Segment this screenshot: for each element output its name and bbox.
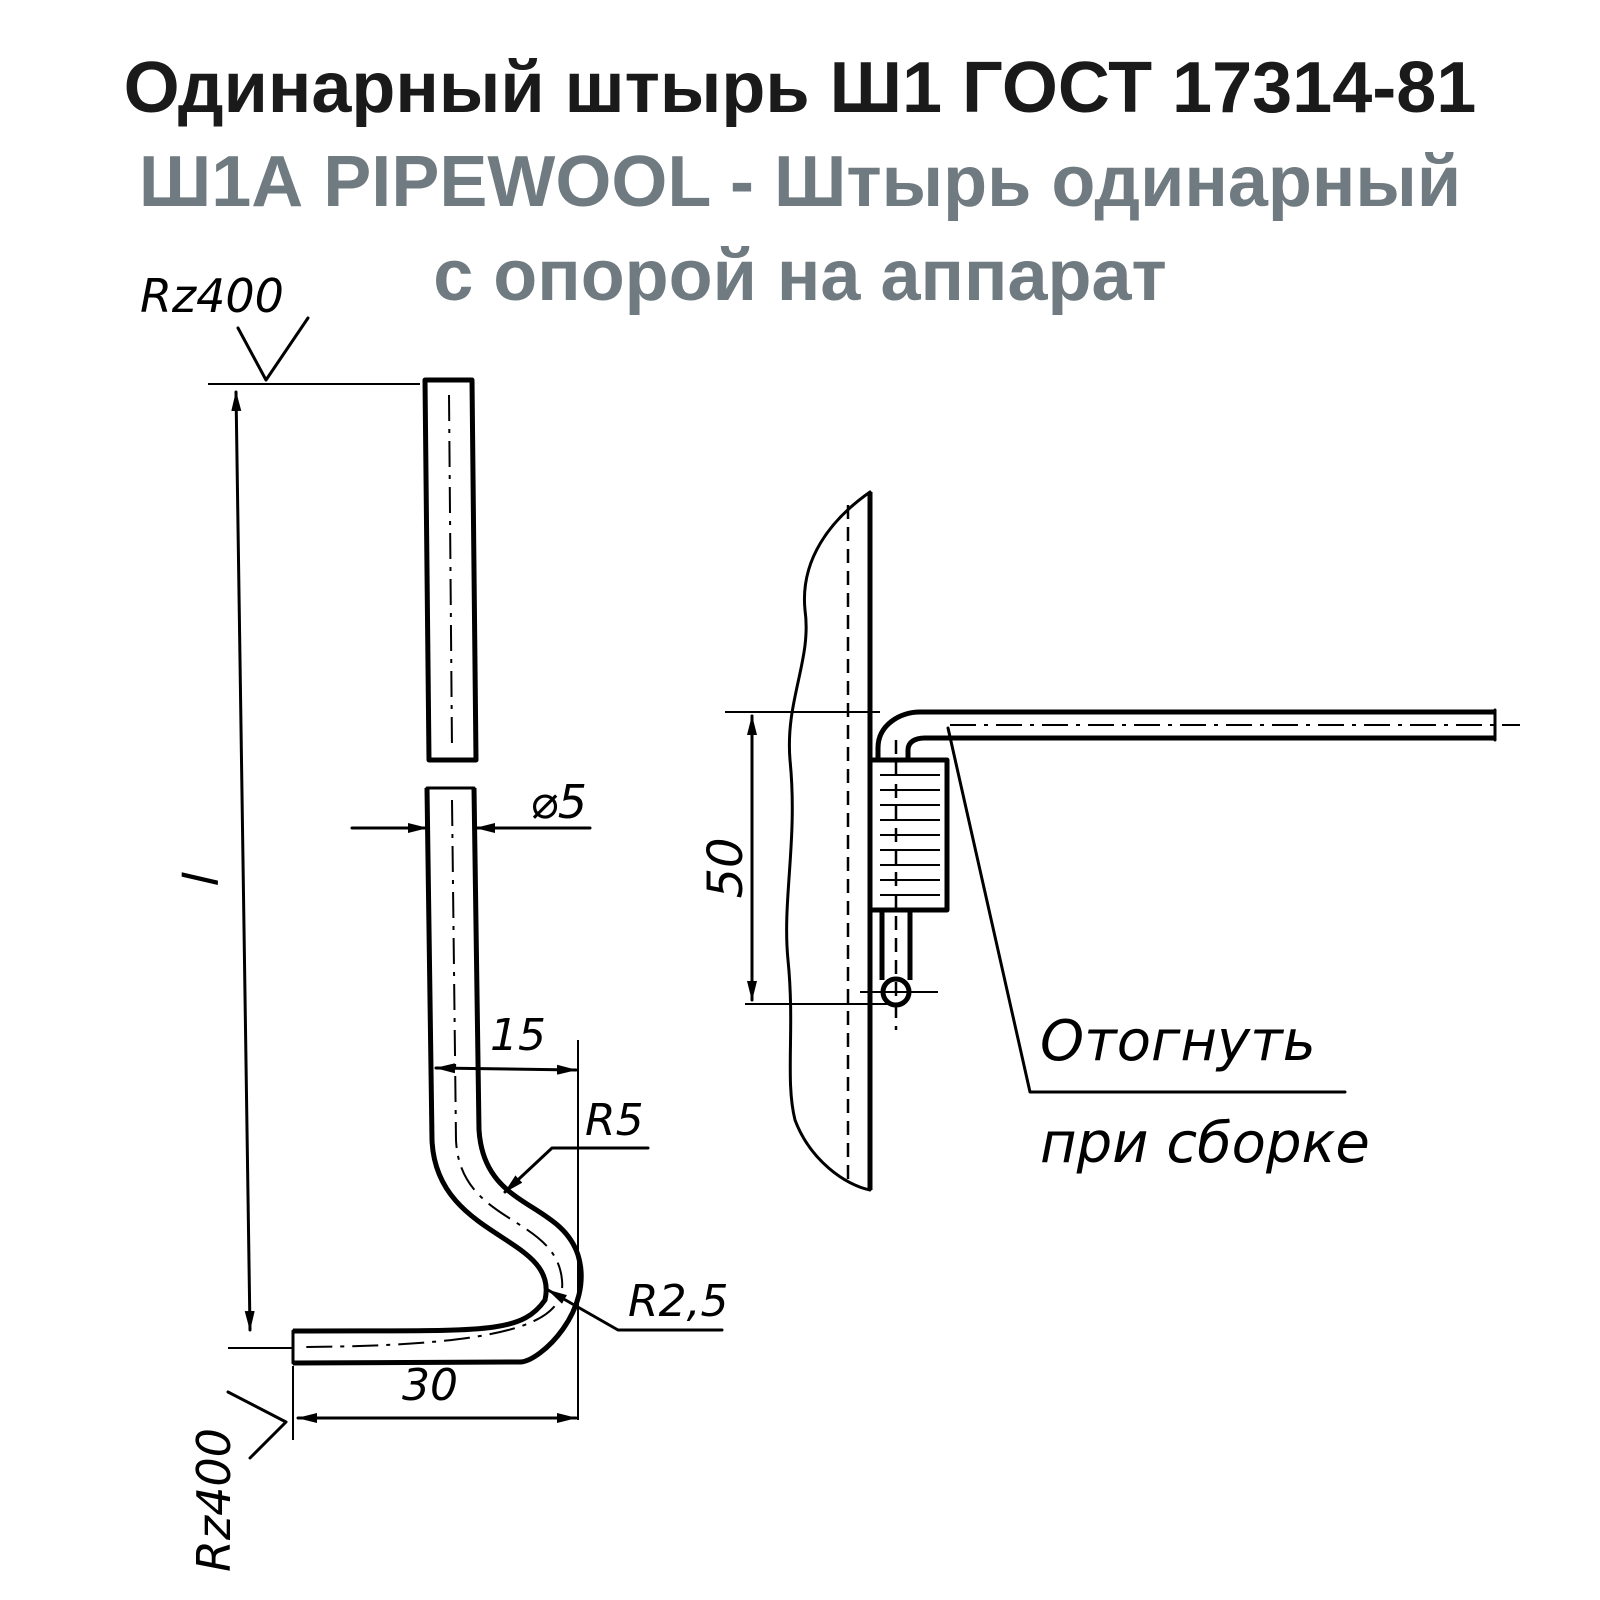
roughness-top-label: Rz400: [140, 269, 284, 323]
note-leader-line: [946, 726, 1347, 1094]
radius-2-5-label: R2,5: [628, 1276, 729, 1327]
page-title: Одинарный штырь Ш1 ГОСТ 17314-81: [123, 48, 1477, 128]
assembly-view: 50 Отогнуть при сборке: [698, 490, 1520, 1192]
note-line2: при сборке: [1040, 1111, 1370, 1176]
support-hatching: [880, 774, 940, 896]
pin-bottom-edge: [905, 735, 1495, 760]
dimension-15-line: [434, 1063, 578, 1075]
wall-break-line: [785, 490, 872, 1192]
pin-upper-segment: [422, 377, 479, 763]
pin-upper-centerline: [448, 394, 453, 751]
dimension-15-label: 15: [490, 1010, 546, 1061]
pin-top-edge: [875, 709, 1495, 760]
radius-5-leader: [503, 1146, 650, 1194]
diameter-label: ⌀5: [530, 775, 587, 829]
roughness-bottom-label: Rz400: [187, 1428, 241, 1572]
note-line1: Отогнуть: [1040, 1009, 1316, 1074]
pin-side-view: Rz400 l ⌀5 15 R5 R2,5 30 Rz400: [140, 269, 729, 1572]
page-subtitle-line1: Ш1А PIPEWOOL - Штырь одинарный: [138, 142, 1462, 222]
roughness-bottom-symbol: [226, 1390, 288, 1460]
dimension-30-label: 30: [402, 1360, 458, 1411]
length-dimension-line: [231, 390, 255, 1332]
pin-lower-inner-edge: [292, 787, 584, 1366]
page-subtitle-line2: с опорой на аппарат: [433, 236, 1167, 316]
radius-2-5-leader: [546, 1288, 724, 1332]
pin-lower-centerline: [299, 799, 564, 1348]
dimension-50-label: 50: [698, 837, 754, 898]
length-label: l: [174, 871, 230, 887]
radius-5-label: R5: [585, 1095, 644, 1146]
roughness-top-symbol: [236, 316, 310, 382]
pin-lower-outer-edge: [292, 787, 549, 1334]
